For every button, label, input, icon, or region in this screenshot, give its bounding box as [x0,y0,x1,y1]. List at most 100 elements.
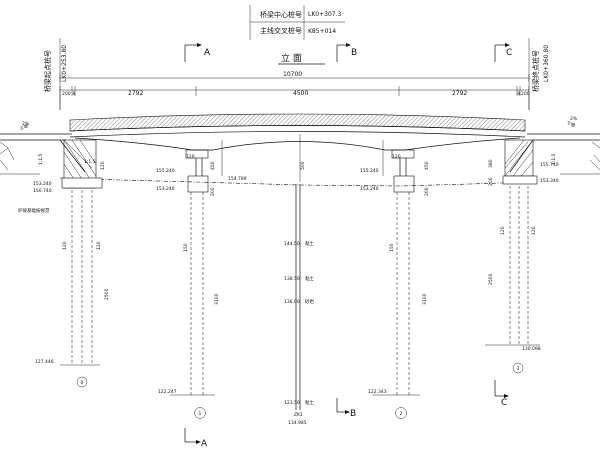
abutment-end-title: 桥梁终点桩号 [531,50,540,92]
soil-layer-3-elev: 136.00 [284,299,300,305]
road-left-label: 上坡 [18,122,29,132]
section-markers-top: A B C [184,43,512,62]
abut3-cap-elev: 153.340 [540,178,559,184]
abutment-3: 155.740 153.340 380 200 120 120 2500 130… [485,139,559,374]
abut0-pile-dim: 2500 [104,288,110,300]
abut0-bottom-elev: 127.446 [35,359,54,365]
section-a-bottom: A [201,439,208,449]
abut3-bottom-elev: 130.098 [522,346,541,352]
pier1-len: 3100 [214,293,220,305]
girder-soffit [74,137,521,151]
right-stub-dim: 200 [521,91,530,97]
abut0-cap-dim: 120 [100,161,106,170]
pier-2: 120 155.240 153.240 450 200 150 3100 122… [360,149,430,419]
pier2-len: 3100 [422,293,428,305]
pier2-width: 150 [389,243,395,252]
pier2-col-dim: 200 [424,187,430,196]
pier1-top-elev: 155.240 [156,168,175,174]
pier-marker-2-label: 2 [400,411,403,417]
section-markers-bottom: A B C [184,380,509,449]
left-stub-dim: 200 [62,91,71,97]
left-joint-dim: 8 [73,91,76,97]
soil-layer-3-name: 砂岩 [305,298,314,305]
pier1-col-dim: 200 [210,187,216,196]
left-slope-label: 1:1.5 [38,153,44,165]
soil-layer-2-elev: 138.50 [284,276,300,282]
left-grade: 2% [22,121,30,127]
abut3-w1: 120 [500,226,506,235]
pier2-bottom-elev: 122.343 [368,389,387,395]
right-joint-dim: 8 [518,91,521,97]
pier2-beam-h: 450 [424,161,430,170]
bridge-center-station-value: LK0+307.3 [308,11,341,18]
dimension-chain: 10700 200 8 2792 4500 2792 8 200 [59,71,530,110]
section-a-top: A [204,48,211,58]
section-b-bottom: B [350,409,356,419]
soil-layer-1-elev: 144.50 [284,241,300,247]
mainline-cross-station-value: K85+014 [308,28,336,35]
deck-slab-bottom [69,131,526,138]
abut0-cap-elev: 150.740 [33,188,52,194]
section-b-top: B [351,48,357,58]
road-elev: 154.789 [228,176,247,182]
pier2-cap-dim: 120 [392,154,401,160]
abutment-0: 153.240 150.740 护坡基础按规范 120 120 120 2500… [18,139,110,388]
pier-marker-0 [76,376,88,388]
pier1-cap-dim: 120 [186,154,195,160]
pier-marker-3-label: 3 [517,366,520,372]
abut0-top-elev: 153.240 [33,181,52,187]
abut0-w1: 120 [62,241,68,250]
left-slope-inline: 1:1.5 [84,159,96,165]
pier-marker-3 [512,362,524,374]
clear-height-dim: 500 [300,161,306,170]
abut0-note: 护坡基础按规范 [18,207,50,214]
abutment-start-title: 桥梁起点桩号 [43,50,52,92]
section-c-bottom: C [501,398,507,408]
right-slope-label: 1:1.5 [551,153,557,165]
abutment-start-label: 桥梁起点桩号 LK0+253.80 [43,38,68,110]
section-c-top: C [506,48,512,58]
abut3-w2: 120 [531,226,537,235]
pier-marker-0-label: 0 [81,380,84,386]
road-right-label: 下坡 [565,119,576,129]
total-length-dim: 10700 [283,71,302,78]
abut0-w2: 120 [96,241,102,250]
abutment-end-station: LK0+360.80 [543,45,550,82]
span1-dim: 2792 [128,90,143,97]
pier1-beam-h: 450 [210,161,216,170]
pier1-cap-elev: 153.240 [156,186,175,192]
abutment-end-label: 桥梁终点桩号 LK0+360.80 [528,38,550,110]
borehole-depth: 134.985 [288,420,307,426]
borehole-id: ZK1 [294,412,303,418]
ground-lines: 上坡 下坡 2% 2% 154.789 [0,116,600,187]
soil-layer-1-name: 粘土 [305,240,314,247]
slopes: 1:1.5 1:1.5 1:1.5 [38,139,557,173]
pier1-width: 150 [183,243,189,252]
soil-layer-4-name: 粘土 [305,399,314,406]
abut3-mid-dim: 200 [488,177,494,186]
bridge-center-station-label: 桥梁中心桩号 [260,10,302,19]
abut3-top-dim: 380 [488,159,494,168]
soil-layer-4-elev: 123.50 [284,400,300,406]
existing-ground [59,177,531,187]
borehole-zk1: 500 144.50 粘土 138.50 粘土 136.00 砂岩 123.50… [284,134,314,426]
pier-marker-2 [395,407,407,419]
pier2-top-elev: 155.240 [360,168,379,174]
superstructure [69,113,526,176]
soil-layer-2-name: 粘土 [305,275,314,282]
pier1-bottom-elev: 122.247 [158,389,177,395]
abut3-top-elev: 155.740 [540,162,559,168]
pier2-cap-elev: 153.240 [360,186,379,192]
view-title: 立 面 [281,52,302,64]
pier-marker-1 [194,407,206,419]
abut3-pile-dim: 2500 [488,273,494,285]
span2-dim: 4500 [293,90,308,97]
pier-1: 120 155.240 153.240 450 200 150 3100 122… [156,149,220,419]
pier-marker-1-label: 1 [199,411,202,417]
abutment-start-station: LK0+253.80 [61,45,68,82]
mainline-cross-station-label: 主线交叉桩号 [260,26,302,35]
span3-dim: 2792 [452,90,467,97]
right-grade: 2% [570,116,578,122]
title-block: 桥梁中心桩号 LK0+307.3 主线交叉桩号 K85+014 立 面 [249,5,345,65]
